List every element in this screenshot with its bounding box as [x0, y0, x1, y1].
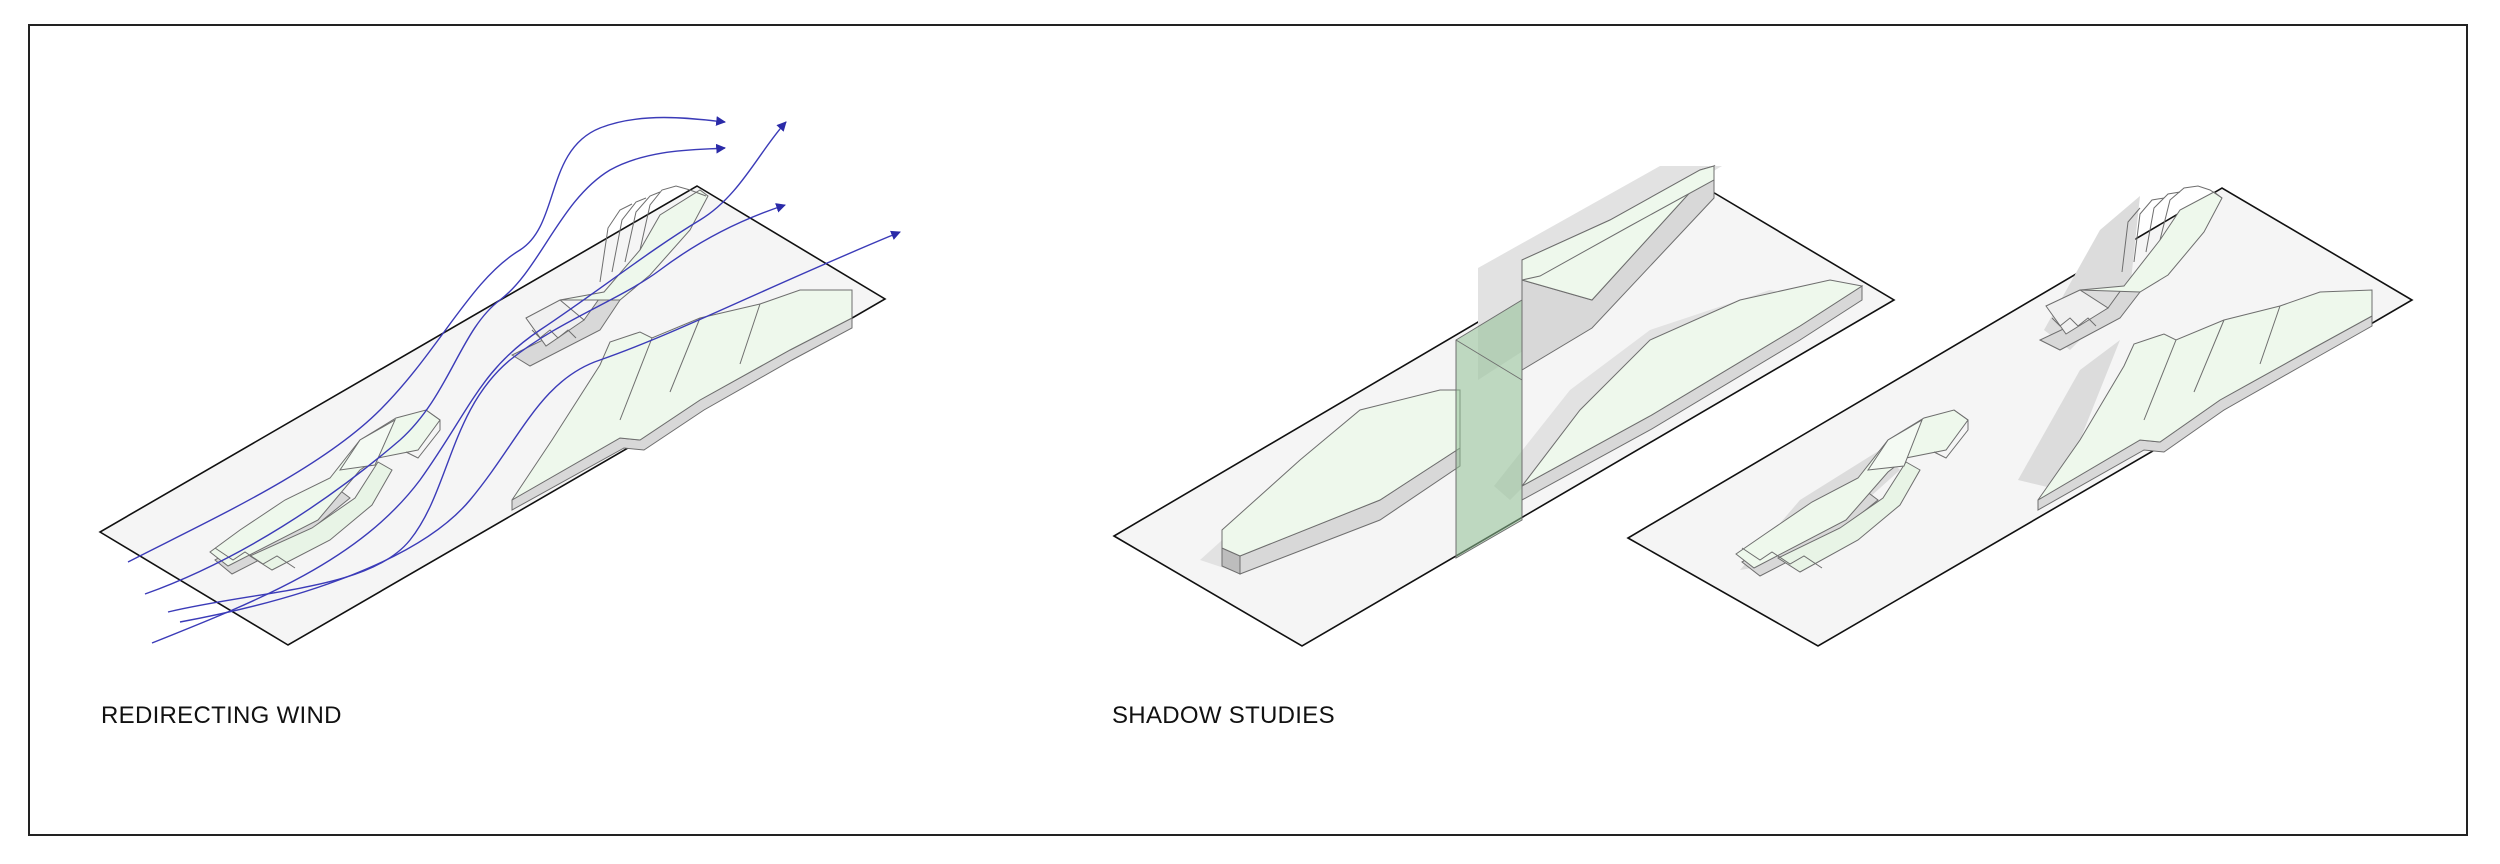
- wind-line: [167, 203, 786, 613]
- tower-slab: [1455, 299, 1523, 559]
- building-upper-fan-2: [2038, 185, 2223, 351]
- wind-line: [151, 121, 787, 644]
- building-lower-left: [209, 409, 441, 575]
- caption-redirecting-wind: REDIRECTING WIND: [101, 702, 342, 729]
- wind-panel: [98, 116, 901, 646]
- cast-shadow: [2018, 340, 2120, 490]
- drawing-frame: [28, 24, 2468, 836]
- caption-shadow-studies: SHADOW STUDIES: [1112, 702, 1335, 729]
- wind-line: [127, 116, 726, 563]
- building-right: [511, 289, 853, 511]
- building-tall: [1521, 164, 1716, 371]
- building-lower-left-2: [1735, 409, 1969, 577]
- shadow-panel-massing: [1626, 185, 2414, 647]
- building-upper-fan: [510, 185, 709, 367]
- wind-line: [179, 230, 901, 623]
- wind-line: [144, 143, 726, 595]
- shadow-panel-tower: [1112, 164, 1896, 647]
- building-right-bar: [1521, 279, 1864, 501]
- site-plane: [98, 185, 887, 646]
- wind-flow-lines: [127, 116, 901, 644]
- building-right-2: [2037, 289, 2373, 511]
